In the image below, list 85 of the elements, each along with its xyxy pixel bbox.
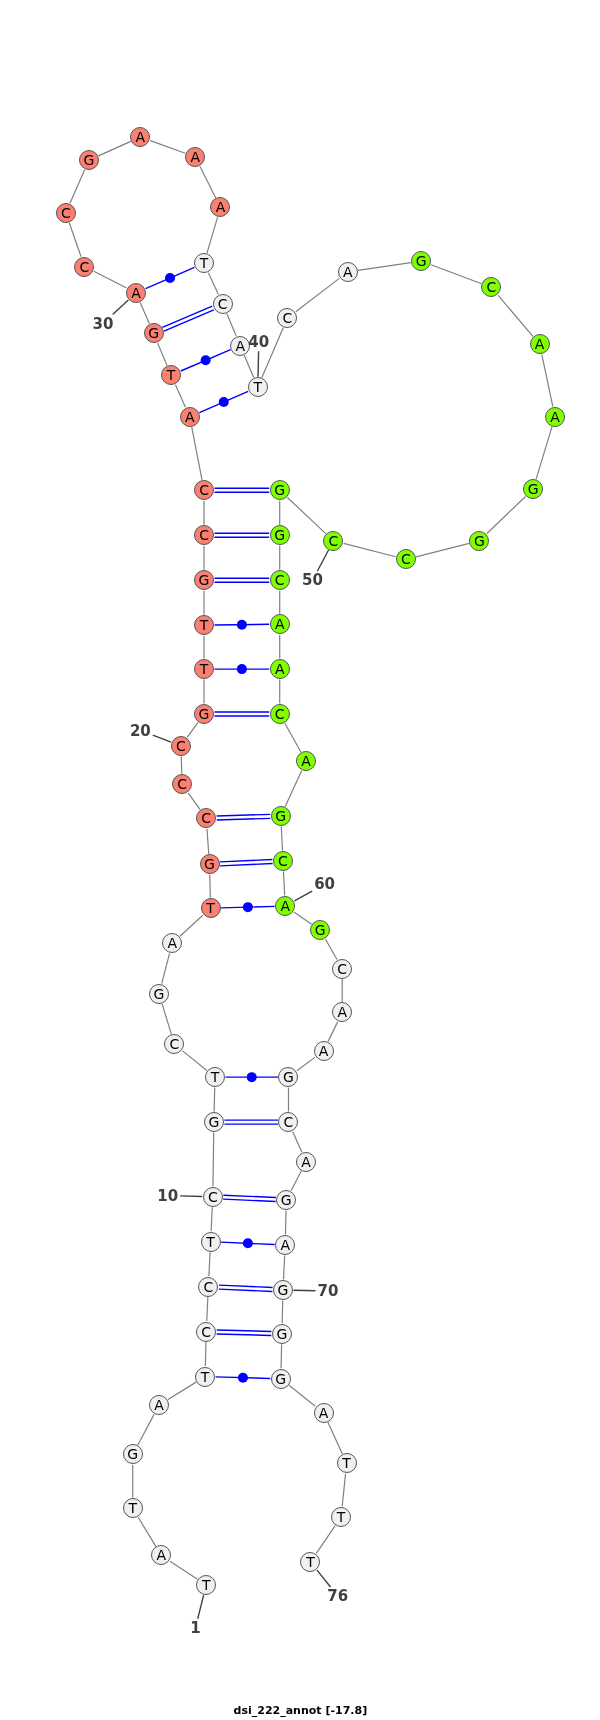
nucleotide-circle: T <box>194 615 214 636</box>
nucleotide-circle: G <box>194 704 214 725</box>
nucleotide-circle: C <box>164 1034 185 1055</box>
nucleotide-circle: C <box>323 530 344 551</box>
nucleotide-circle: C <box>277 308 298 329</box>
nucleotide-circle: C <box>212 293 233 314</box>
nucleotide-circle: G <box>469 530 490 551</box>
nucleotide-circle: C <box>55 202 76 223</box>
nucleotide-circle: C <box>194 525 214 546</box>
nucleotide-circle: T <box>200 1231 221 1252</box>
nucleotide-circle: G <box>194 570 214 591</box>
nucleotide-circle: T <box>161 365 182 386</box>
position-number: 76 <box>327 1587 349 1604</box>
caption: dsi_222_annot [-17.8] <box>233 1703 368 1717</box>
nucleotide-circle: T <box>122 1498 143 1519</box>
nucleotide-circle: A <box>529 334 550 355</box>
nucleotide-circle: C <box>269 570 290 591</box>
nucleotide-circle: A <box>296 751 317 772</box>
nucleotide-circle: G <box>269 525 290 546</box>
nucleotide-circle: G <box>149 983 170 1004</box>
nucleotide-circle: A <box>269 614 290 635</box>
nucleotide-circle: T <box>300 1551 321 1572</box>
position-number: 50 <box>302 572 323 589</box>
nucleotide-circle: A <box>332 1002 353 1023</box>
nucleotide-circle: G <box>269 480 290 501</box>
nucleotide-circle: T <box>336 1453 357 1474</box>
position-number: 1 <box>190 1619 201 1636</box>
nucleotide-circle: G <box>523 479 544 500</box>
nucleotide-circle: G <box>199 854 220 875</box>
nucleotide-circle: A <box>296 1151 317 1172</box>
nucleotide-circle: C <box>196 808 217 829</box>
nucleotide-circle: G <box>270 1368 291 1389</box>
nucleotide-circle: T <box>200 898 221 919</box>
position-number: 10 <box>157 1187 179 1204</box>
nucleotide-circle: T <box>331 1507 352 1527</box>
position-number: 40 <box>248 334 270 351</box>
nucleotide-circle: G <box>411 251 432 272</box>
nucleotide-circle: A <box>275 896 296 917</box>
nucleotide-circle: A <box>545 406 565 427</box>
nucleotide-circle: C <box>278 1112 299 1133</box>
nucleotide-circle: T <box>196 1575 217 1595</box>
nucleotide-circle: G <box>310 920 331 941</box>
position-number: 30 <box>92 315 114 332</box>
nucleotide-circle: A <box>151 1545 172 1566</box>
nucleotide-circle: A <box>313 1402 334 1423</box>
nucleotide-circle: T <box>205 1067 225 1088</box>
nucleotide-circle: G <box>122 1444 143 1465</box>
nucleotide-circle: C <box>171 735 191 756</box>
nucleotide-circle: A <box>313 1040 334 1061</box>
nucleotide-circle: A <box>149 1395 170 1416</box>
nucleotide-circle: G <box>273 1279 293 1300</box>
nucleotide-circle: G <box>270 806 291 827</box>
nucleotide-circle: C <box>202 1186 223 1207</box>
nucleotide-circle: G <box>271 1323 292 1344</box>
nucleotide-circle: A <box>126 282 146 303</box>
nucleotide-circle: A <box>275 1234 296 1255</box>
nucleotide-circle: G <box>203 1112 224 1133</box>
position-number: 20 <box>129 722 151 739</box>
nucleotide-circle: C <box>395 549 416 570</box>
nucleotide-circle: A <box>337 262 358 282</box>
nucleotide-circle: C <box>269 704 290 725</box>
nucleotide-circle: C <box>198 1276 219 1297</box>
nucleotide-circle: C <box>196 1321 217 1342</box>
nucleotide-circle: G <box>78 150 99 171</box>
nucleotide-circle: C <box>194 480 214 501</box>
nucleotide-circle: G <box>278 1067 299 1088</box>
nucleotide-circle: T <box>195 1366 216 1387</box>
nucleotide-circle: C <box>273 851 293 872</box>
nucleotide-circle: T <box>194 659 214 680</box>
nucleotide-circle: A <box>185 146 206 167</box>
position-number: 70 <box>317 1283 339 1300</box>
nucleotide-circle: C <box>74 256 95 277</box>
nucleotide-circle: A <box>162 933 183 954</box>
nucleotide-circle: C <box>172 774 193 795</box>
nucleotide-circle: A <box>269 659 290 680</box>
nucleotide-circle: A <box>130 127 151 148</box>
position-number: 60 <box>314 876 336 893</box>
nucleotide-circle: A <box>210 197 231 218</box>
nucleotide-circle: G <box>276 1190 297 1210</box>
nucleotide-circle: T <box>247 377 268 398</box>
nucleotide-circle: A <box>179 406 200 427</box>
nucleotide-circle: C <box>481 277 502 298</box>
nucleotide-circle: C <box>332 958 353 979</box>
nucleotide-circle: T <box>194 253 214 274</box>
nucleotide-circle: G <box>143 323 164 344</box>
